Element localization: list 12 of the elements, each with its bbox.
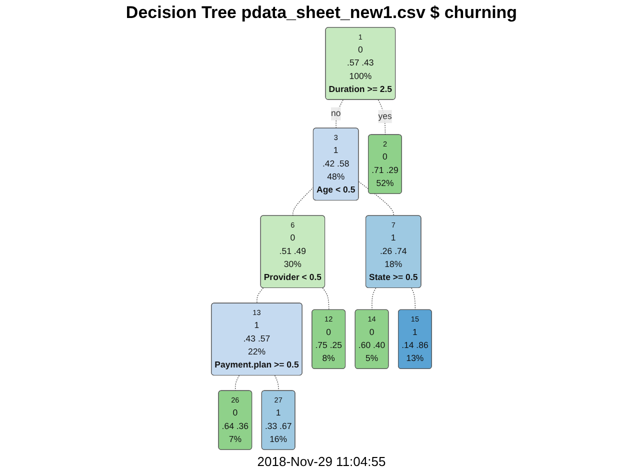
connector [235, 375, 240, 392]
connector [411, 288, 416, 310]
connector [292, 186, 314, 216]
connector [322, 288, 330, 310]
caption: 2018-Nov-29 11:04:55 [257, 454, 386, 469]
connector [358, 181, 394, 216]
chart-title: Decision Tree pdata_sheet_new1.csv $ churning [126, 3, 518, 23]
edge-label: no [330, 108, 341, 118]
connector [256, 288, 264, 304]
edge-label: yes [378, 112, 392, 121]
connector [274, 375, 279, 392]
connector [372, 288, 376, 310]
